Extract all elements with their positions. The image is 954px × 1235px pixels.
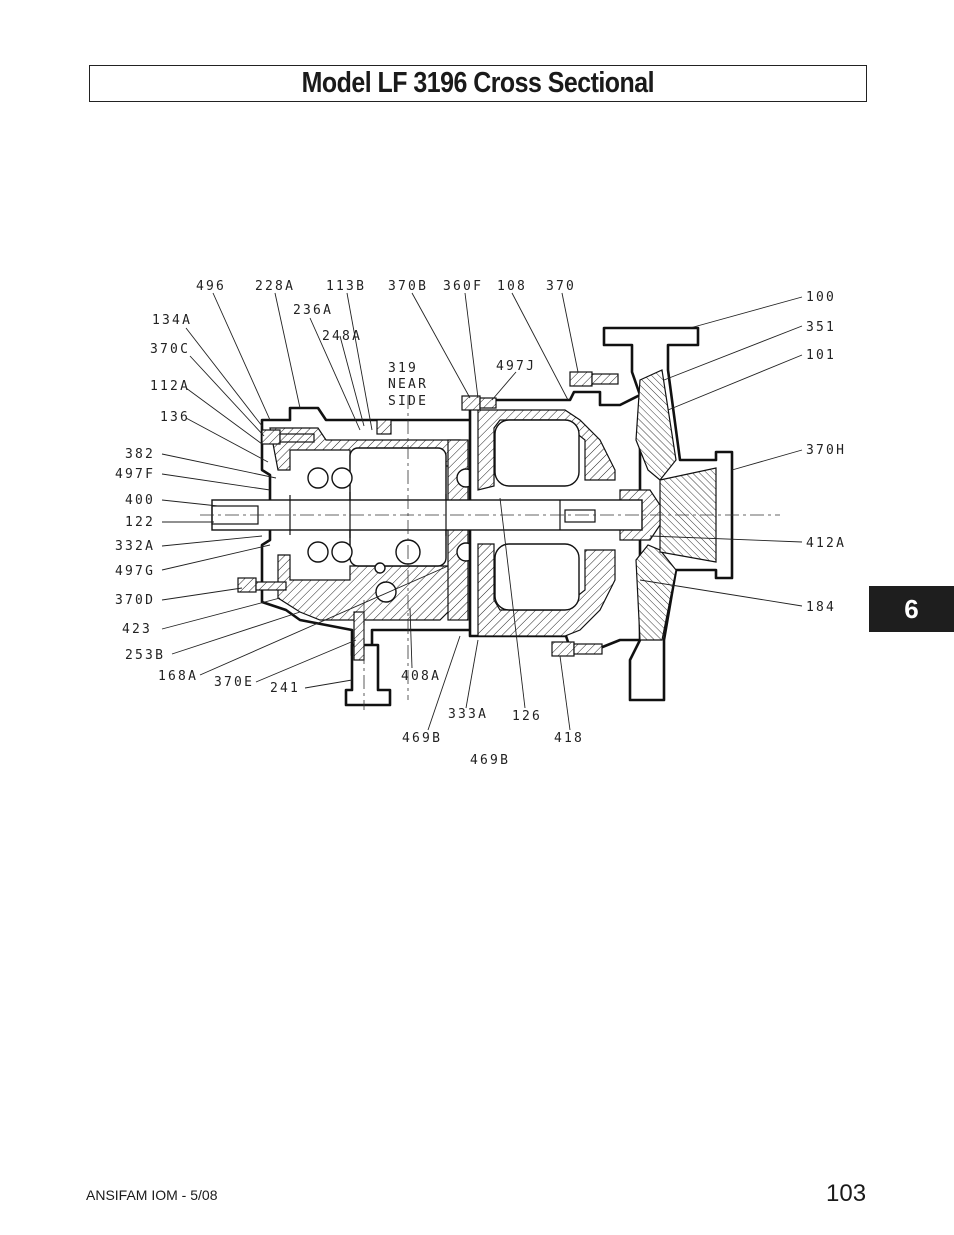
callout-370C: 370C: [150, 342, 190, 357]
callout-184: 184: [806, 600, 836, 615]
callout-497F: 497F: [115, 467, 155, 482]
callout-136: 136: [160, 410, 190, 425]
callout-496: 496: [196, 279, 226, 294]
footer-document-id: ANSIFAM IOM - 5/08: [86, 1187, 218, 1203]
callout-351: 351: [806, 320, 836, 335]
frame-foot: [344, 643, 392, 707]
callout-418: 418: [554, 731, 584, 746]
callout-382: 382: [125, 447, 155, 462]
section-tab: 6: [869, 586, 954, 632]
callout-333A: 333A: [448, 707, 488, 722]
callout-370E: 370E: [214, 675, 254, 690]
callout-370B: 370B: [388, 279, 428, 294]
callout-100: 100: [806, 290, 836, 305]
callout-497J: 497J: [496, 359, 536, 374]
callout-122: 122: [125, 515, 155, 530]
callout-408A: 408A: [401, 669, 441, 684]
callout-253B: 253B: [125, 648, 165, 663]
callout-400: 400: [125, 493, 155, 508]
callout-113B: 113B: [326, 279, 366, 294]
callout-319-line2: NEAR: [388, 377, 428, 392]
callout-101: 101: [806, 348, 836, 363]
callout-134A: 134A: [152, 313, 192, 328]
bolts: [237, 371, 619, 661]
callout-497G: 497G: [115, 564, 155, 579]
callout-112A: 112A: [150, 379, 190, 394]
callout-423: 423: [122, 622, 152, 637]
callout-labels: 496 228A 113B 370B 360F 108 370 100 351 …: [115, 279, 846, 768]
callout-leader-lines: [161, 292, 803, 731]
page-number: 103: [826, 1180, 867, 1207]
section-tab-label: 6: [904, 593, 919, 624]
callout-412A: 412A: [806, 536, 846, 551]
callout-108: 108: [497, 279, 527, 294]
callout-469B: 469B: [402, 731, 442, 746]
callout-319-line3: SIDE: [388, 394, 428, 409]
callout-236A: 236A: [293, 303, 333, 318]
callout-319-line1: 319: [388, 361, 418, 376]
callout-241: 241: [270, 681, 300, 696]
callout-370: 370: [546, 279, 576, 294]
callout-248A: 248A: [322, 329, 362, 344]
callout-332A: 332A: [115, 539, 155, 554]
callout-370H: 370H: [806, 443, 846, 458]
callout-370D: 370D: [115, 593, 155, 608]
callout-228A: 228A: [255, 279, 295, 294]
page-title: Model LF 3196 Cross Sectional: [301, 67, 655, 99]
callout-469B: 469B: [470, 753, 510, 768]
title-box: Model LF 3196 Cross Sectional: [89, 65, 867, 102]
callout-360F: 360F: [443, 279, 483, 294]
callout-126: 126: [512, 709, 542, 724]
callout-168A: 168A: [158, 669, 198, 684]
